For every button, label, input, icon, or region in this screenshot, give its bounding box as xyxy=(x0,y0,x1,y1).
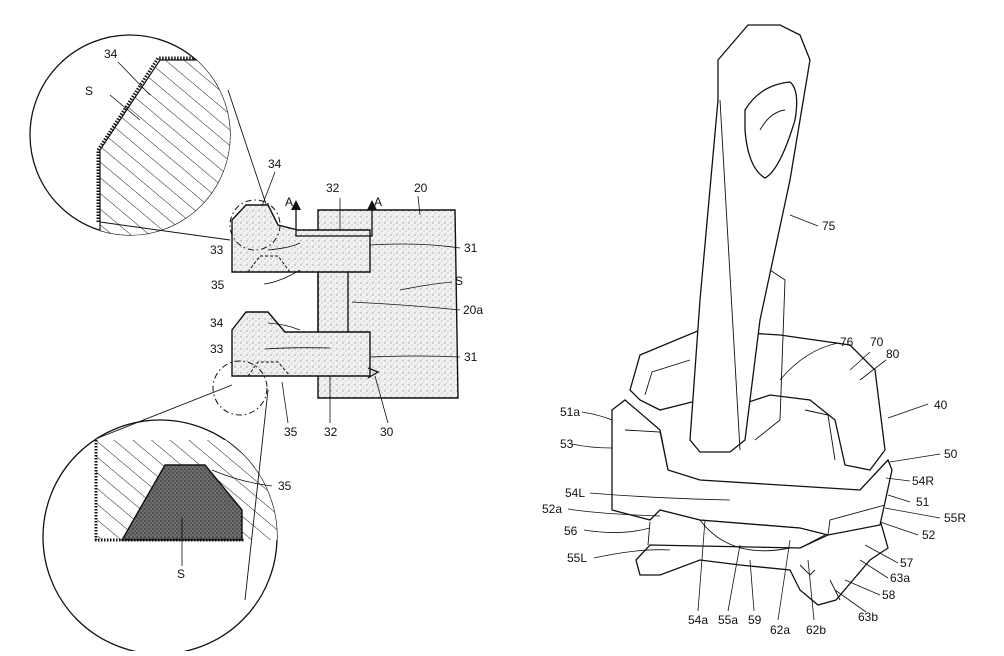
label-a-left: A xyxy=(285,195,293,209)
label-54R: 54R xyxy=(912,474,934,488)
label-32-bottom: 32 xyxy=(324,425,338,439)
label-63a: 63a xyxy=(890,571,910,585)
label-34-top-zoom: 34 xyxy=(104,47,118,61)
label-55a: 55a xyxy=(718,613,738,627)
label-62a: 62a xyxy=(770,623,790,637)
label-55R: 55R xyxy=(944,511,966,525)
label-20a: 20a xyxy=(463,303,483,317)
label-54L: 54L xyxy=(565,486,585,500)
label-31-lower: 31 xyxy=(464,350,478,364)
label-57: 57 xyxy=(900,556,914,570)
label-34-lower: 34 xyxy=(210,316,224,330)
bottom-detail-circle xyxy=(42,384,278,655)
label-51: 51 xyxy=(916,495,930,509)
label-a-right: A xyxy=(374,195,382,209)
label-31-upper: 31 xyxy=(464,241,478,255)
label-30: 30 xyxy=(380,425,394,439)
right-figure: 75 76 70 80 40 51a 53 50 54R 54L 51 52a … xyxy=(542,24,966,637)
label-62b: 62b xyxy=(806,623,826,637)
label-40: 40 xyxy=(934,398,948,412)
label-s-bottom-zoom: S xyxy=(177,567,185,581)
label-54a: 54a xyxy=(688,613,708,627)
label-80: 80 xyxy=(886,347,900,361)
label-35-upper: 35 xyxy=(211,278,225,292)
top-detail-circle xyxy=(29,34,269,241)
label-20: 20 xyxy=(414,181,428,195)
label-s-right: S xyxy=(455,274,463,288)
label-s-top-zoom: S xyxy=(85,84,93,98)
label-33-lower: 33 xyxy=(210,342,224,356)
cover-70-80 xyxy=(629,329,886,471)
label-59: 59 xyxy=(748,613,762,627)
label-56: 56 xyxy=(564,524,578,538)
left-figure: S 34 34 A 32 A 20 31 33 S 35 20a 34 33 3… xyxy=(29,34,483,655)
label-75: 75 xyxy=(822,219,836,233)
label-34-upper: 34 xyxy=(268,157,282,171)
label-33-upper: 33 xyxy=(210,243,224,257)
label-35-lower: 35 xyxy=(284,425,298,439)
label-58: 58 xyxy=(882,588,896,602)
label-50: 50 xyxy=(944,447,958,461)
lower-coupling-element xyxy=(231,311,371,377)
label-35-bottom-zoom: 35 xyxy=(278,479,292,493)
label-70: 70 xyxy=(870,335,884,349)
upper-coupling-element xyxy=(231,204,371,273)
label-76: 76 xyxy=(840,335,854,349)
slider-bottom-plate xyxy=(635,519,889,606)
label-63b: 63b xyxy=(858,610,878,624)
label-55L: 55L xyxy=(567,551,587,565)
label-52: 52 xyxy=(922,528,936,542)
label-51a: 51a xyxy=(560,405,580,419)
label-52a: 52a xyxy=(542,502,562,516)
label-53: 53 xyxy=(560,437,574,451)
label-32-top: 32 xyxy=(326,181,340,195)
pull-tab-75 xyxy=(689,24,811,453)
